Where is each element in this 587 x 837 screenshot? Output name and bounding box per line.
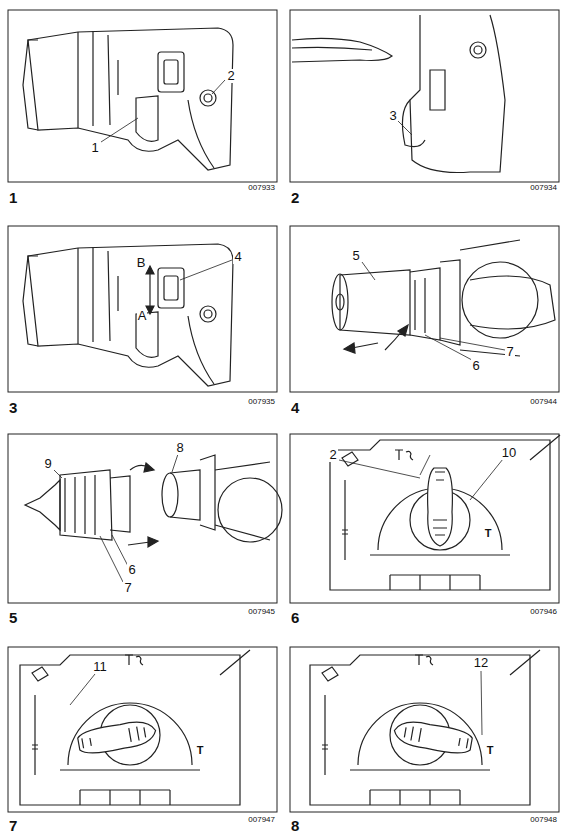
callout-number: 2 (328, 448, 337, 462)
callout-number: 1 (90, 141, 99, 155)
panel-number: 3 (8, 400, 18, 417)
figure-code: 007946 (529, 608, 558, 617)
panel-number: 8 (290, 818, 300, 835)
mode-mark: T (486, 744, 495, 756)
panel-number: 1 (8, 190, 18, 207)
callout-number: 4 (233, 250, 242, 264)
callout-number: 2 (226, 69, 235, 83)
callout-number: 6 (127, 563, 136, 577)
mode-mark: T (484, 527, 493, 539)
callout-number: 3 (388, 109, 397, 123)
callout-number: 7 (123, 581, 132, 595)
panel-number: 5 (8, 610, 18, 627)
callout-number: 11 (92, 660, 108, 674)
figure-code: 007935 (247, 398, 276, 407)
figure-code: 007945 (247, 608, 276, 617)
mode-mark: T (196, 744, 205, 756)
callout-number: B (136, 256, 147, 270)
callout-number: 12 (473, 656, 489, 670)
figure-code: 007947 (247, 816, 276, 825)
figure-code: 007934 (529, 184, 558, 193)
panel-number: 2 (290, 190, 300, 207)
figure-code: 007944 (529, 398, 558, 407)
callout-number: 6 (471, 359, 480, 373)
callout-number: 10 (501, 446, 517, 460)
callout-number: 8 (175, 441, 184, 455)
callout-number: 5 (351, 249, 360, 263)
figure-code: 007933 (247, 184, 276, 193)
panel-number: 6 (290, 610, 300, 627)
callout-number: 9 (43, 457, 52, 471)
panel-number: 4 (290, 400, 300, 417)
callout-number: A (137, 309, 148, 323)
figure-code: 007948 (529, 816, 558, 825)
panel-number: 7 (8, 818, 18, 835)
callout-number: 7 (505, 345, 514, 359)
